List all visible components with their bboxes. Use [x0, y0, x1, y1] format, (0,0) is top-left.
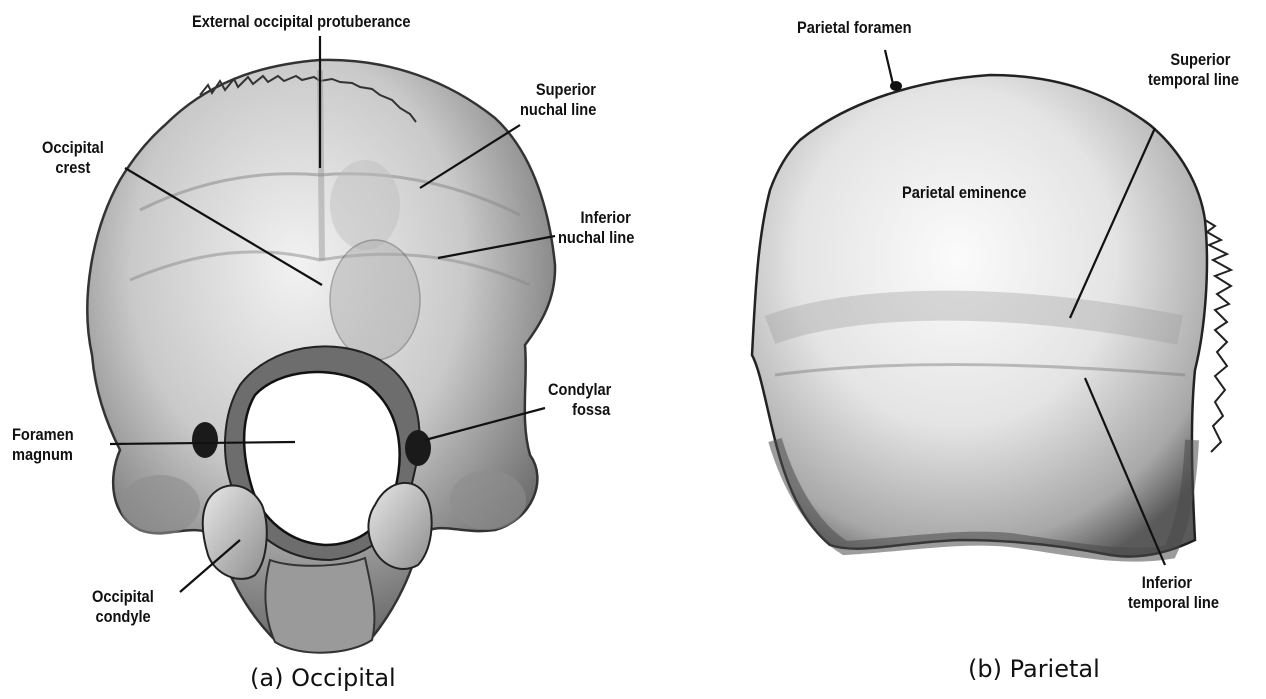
- label-foramen-magnum-1: Foramen: [12, 425, 74, 445]
- condylar-fossa-right: [405, 430, 431, 466]
- label-occipital-condyle: Occipital condyle: [92, 587, 154, 627]
- label-occipital-crest-2: crest: [42, 158, 104, 178]
- label-superior-temporal-line-1: Superior: [1148, 50, 1239, 70]
- label-condylar-fossa-1: Condylar: [548, 380, 611, 400]
- label-superior-nuchal-line-1: Superior: [520, 80, 596, 100]
- label-superior-nuchal-line: Superior nuchal line: [520, 80, 596, 120]
- label-superior-nuchal-line-2: nuchal line: [520, 100, 596, 120]
- label-occipital-crest: Occipital crest: [42, 138, 104, 178]
- label-condylar-fossa-2: fossa: [548, 400, 611, 420]
- parietal-bone: [752, 75, 1231, 557]
- label-inferior-temporal-line-1: Inferior: [1128, 573, 1219, 593]
- label-inferior-temporal-line: Inferior temporal line: [1128, 573, 1219, 613]
- label-inferior-temporal-line-2: temporal line: [1128, 593, 1219, 613]
- label-occipital-condyle-1: Occipital: [92, 587, 154, 607]
- label-parietal-foramen: Parietal foramen: [797, 18, 912, 38]
- label-superior-temporal-line: Superior temporal line: [1148, 50, 1239, 90]
- parietal-serrated-edge: [1205, 220, 1231, 452]
- label-inferior-nuchal-line: Inferior nuchal line: [558, 208, 634, 248]
- label-superior-temporal-line-2: temporal line: [1148, 70, 1239, 90]
- label-condylar-fossa: Condylar fossa: [548, 380, 611, 420]
- caption-occipital: (a) Occipital: [250, 664, 396, 692]
- label-occipital-condyle-2: condyle: [92, 607, 154, 627]
- caption-parietal: (b) Parietal: [968, 655, 1100, 683]
- label-foramen-magnum-2: magnum: [12, 445, 74, 465]
- leader-parietal-foramen: [885, 50, 893, 84]
- label-occipital-crest-1: Occipital: [42, 138, 104, 158]
- label-external-occipital-protuberance: External occipital protuberance: [192, 12, 411, 32]
- basilar-part: [265, 558, 374, 653]
- occipital-bone: [87, 60, 555, 653]
- label-foramen-magnum: Foramen magnum: [12, 425, 74, 465]
- label-parietal-eminence: Parietal eminence: [902, 183, 1026, 203]
- label-inferior-nuchal-line-1: Inferior: [558, 208, 634, 228]
- condylar-fossa-left: [192, 422, 218, 458]
- label-inferior-nuchal-line-2: nuchal line: [558, 228, 634, 248]
